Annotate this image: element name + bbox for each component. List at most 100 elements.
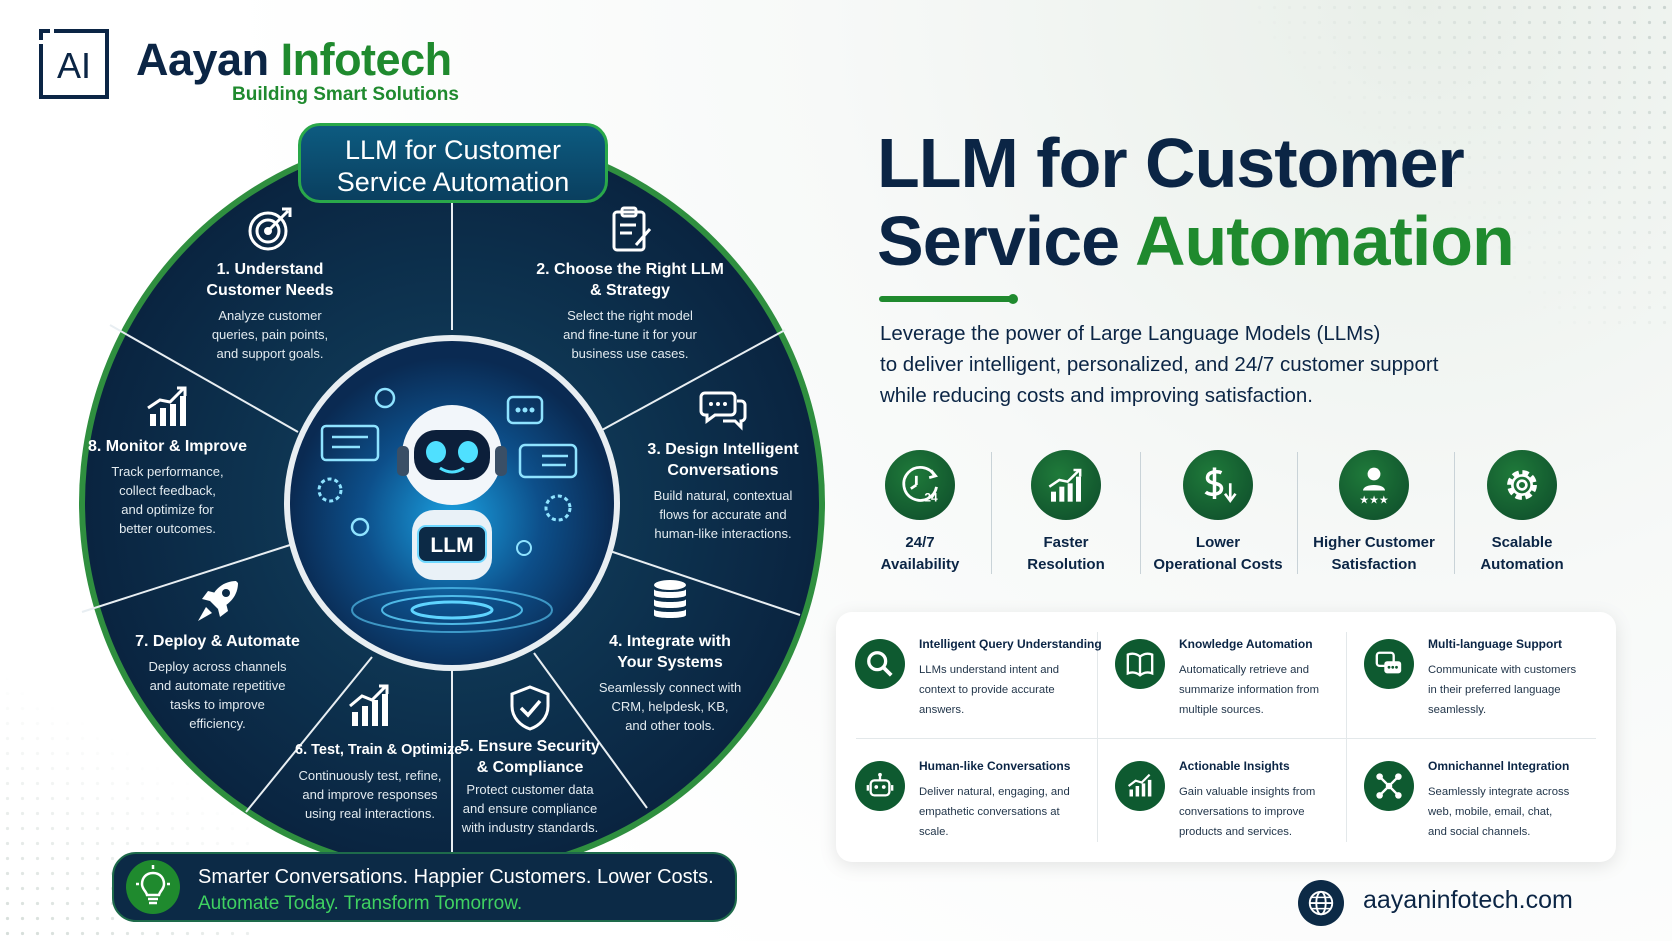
feature-1-desc2: context to provide accurate [919,684,1055,696]
benefit-costs: Lower Operational Costs [1143,450,1293,576]
segment-desc-1b: queries, pain points, [211,327,329,342]
feature-4-desc1: Deliver natural, engaging, and [919,786,1070,798]
wheel-segment-3: 3. Design Intelligent Conversations Buil… [628,385,818,543]
benefit-satisfaction: ★★★ Higher Customer Satisfaction [1299,450,1449,576]
network-icon [1376,773,1402,799]
title-underline [879,294,1018,304]
benefit-4-line2: Satisfaction [1331,556,1417,573]
segment-desc-8a: Track performance, [111,464,224,479]
segment-desc-2a: Select the right model [567,308,693,323]
brand-name-part2: Infotech [280,34,453,85]
segment-desc-2b: and fine-tune it for your [563,327,697,342]
wheel-segment-6: 6. Test, Train & Optimize Continuously t… [295,682,463,823]
segment-desc-3b: flows for accurate and [659,507,787,522]
hero-title-service: Service [877,202,1120,280]
segment-title-7a: 7. Deploy & Automate [135,633,300,650]
process-wheel: LLM [79,130,825,860]
segment-desc-7d: efficiency. [189,716,246,731]
wheel-segment-1: 1. Understand Customer Needs Analyze cus… [185,205,355,363]
robot-icon [866,772,894,797]
clock-24-label: 24 [924,491,938,505]
benefit-5-line1: Scalable [1491,534,1553,551]
tagline-line2: Automate Today. Transform Tomorrow. [198,893,523,914]
segment-desc-6a: Continuously test, refine, [298,768,442,783]
segment-title-8a: 8. Monitor & Improve [87,438,248,455]
segment-desc-8d: better outcomes. [119,521,216,536]
website-link[interactable]: aayaninfotech.com [1363,886,1573,914]
benefit-resolution: Faster Resolution [991,450,1141,576]
benefit-1-line2: Availability [880,556,960,573]
segment-desc-4c: and other tools. [625,718,715,733]
segment-title-5b: & Compliance [476,759,584,776]
clock-24-icon: 24 [902,466,938,505]
segment-desc-4b: CRM, helpdesk, KB, [611,699,729,714]
growth-chart-icon [1048,468,1082,502]
lead-line1: Leverage the power of Large Language Mod… [880,322,1381,345]
hero-title-automation: Automation [1134,202,1515,280]
lightbulb-icon [126,860,180,914]
segment-title-1b: Customer Needs [206,282,334,299]
wheel-title-badge: LLM for Customer Service Automation [298,123,608,203]
feature-3-desc2: in their preferred language [1428,684,1561,696]
benefit-1-line1: 24/7 [905,534,935,551]
segment-title-3b: Conversations [667,462,779,479]
segment-desc-7a: Deploy across channels [148,659,287,674]
wheel-segment-5: 5. Ensure Security & Compliance Protect … [455,684,605,837]
benefit-divider [1454,452,1455,574]
segment-desc-3c: human-like interactions. [654,526,792,541]
brand-name: Aayan Infotech [136,34,452,86]
brand-tagline: Building Smart Solutions [232,84,459,105]
benefit-divider [1140,452,1141,574]
hero-lead-paragraph: Leverage the power of Large Language Mod… [880,318,1480,411]
logo-mark: AI [57,45,91,86]
benefit-2-line1: Faster [1043,534,1089,551]
feature-4-desc2: empathetic conversations at [919,806,1060,818]
segment-desc-4a: Seamlessly connect with [598,680,742,695]
benefit-4-line1: Higher Customer [1313,534,1435,551]
hero-title-line1: LLM for Customer [877,124,1465,202]
growth-chart-icon [146,386,186,426]
segment-title-2a: 2. Choose the Right LLM [536,261,724,278]
segment-title-2b: & Strategy [589,282,671,299]
feature-2-desc2: summarize information from [1179,684,1319,696]
feature-5-desc3: products and services. [1179,826,1293,838]
segment-desc-3a: Build natural, contextual [653,488,793,503]
clipboard-icon [612,206,652,252]
brand-logo-icon: AI [39,29,109,99]
search-icon [867,651,893,677]
feature-3-desc1: Communicate with customers [1428,664,1577,676]
card-divider [1346,632,1347,842]
segment-desc-5c: with industry standards. [461,820,599,835]
segment-desc-8c: and optimize for [121,502,214,517]
card-divider [856,738,1596,739]
feature-3-title: Multi-language Support [1428,637,1562,651]
benefit-5-line2: Automation [1480,556,1564,573]
shield-check-icon [510,685,550,731]
segment-desc-8b: collect feedback, [119,483,216,498]
segment-desc-6c: using real interactions. [304,806,436,821]
segment-desc-1c: and support goals. [216,346,324,361]
feature-2-desc3: multiple sources. [1179,704,1264,716]
user-stars-icon: ★★★ [1359,467,1389,506]
benefit-divider [991,452,992,574]
segment-title-6a: 6. Test, Train & Optimize [295,742,463,758]
segment-title-1a: 1. Understand [216,261,324,278]
feature-6-desc2: web, mobile, email, chat, [1428,806,1553,818]
benefit-scalable: Scalable Automation [1447,450,1597,576]
segment-desc-7b: and automate repetitive [149,678,286,693]
hologram-rings [351,587,553,633]
feature-3-desc3: seamlessly. [1428,704,1487,716]
segment-desc-6b: and improve responses [302,787,438,802]
segment-desc-2c: business use cases. [571,346,689,361]
globe-icon [1298,880,1344,926]
segment-title-3a: 3. Design Intelligent [647,441,799,458]
feature-1-title: Intelligent Query Understanding [919,637,1102,651]
rocket-icon [197,581,238,621]
feature-5-title: Actionable Insights [1179,759,1290,773]
database-icon [654,580,686,618]
benefit-3-line2: Operational Costs [1153,556,1283,573]
feature-2-desc1: Automatically retrieve and [1179,664,1309,676]
segment-desc-5b: and ensure compliance [462,801,598,816]
wheel-title-line1: LLM for Customer [344,135,562,165]
tagline-bar [112,852,737,922]
